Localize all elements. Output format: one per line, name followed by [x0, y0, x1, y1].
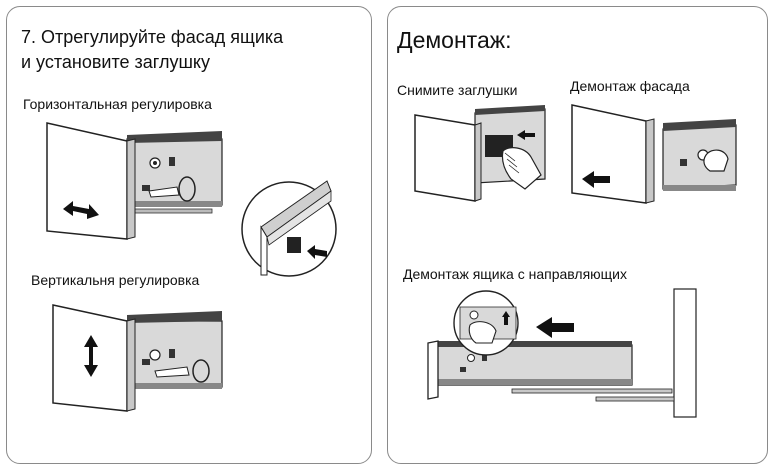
remove-caps-illustration: [414, 105, 546, 202]
left-arrow-icon: [307, 245, 327, 259]
adjust-step-title-line2: и установите заглушку: [21, 52, 210, 72]
horizontal-adjust-illustration: [46, 122, 223, 240]
vertical-adjust-label: Вертикальня регулировка: [31, 272, 200, 288]
screwdriver-icon: [154, 359, 210, 383]
remove-front-illustration: [571, 104, 737, 204]
disassembly-title: Демонтаж:: [397, 27, 512, 53]
remove-caps-label: Снимите заглушки: [397, 82, 518, 98]
hand-icon: [703, 149, 729, 172]
vertical-adjust-illustration: [52, 304, 223, 412]
hand-icon: [501, 147, 542, 190]
cap-install-inset: [241, 180, 337, 277]
vertical-double-arrow-icon: [84, 335, 98, 377]
left-arrow-icon: [582, 171, 610, 188]
hand-icon: [468, 321, 497, 344]
left-panel: 7. Отрегулируйте фасад ящика и установит…: [6, 6, 372, 464]
left-arrow-icon: [536, 317, 574, 338]
remove-drawer-label: Демонтаж ящика с направляющих: [403, 266, 627, 282]
remove-drawer-illustration: [427, 288, 697, 418]
right-panel: Демонтаж: Снимите заглушки Демонтаж фаса…: [387, 6, 768, 464]
remove-front-label: Демонтаж фасада: [570, 78, 690, 94]
screwdriver-icon: [148, 176, 196, 202]
horizontal-adjust-label: Горизонтальная регулировка: [23, 96, 212, 112]
adjust-step-title-line1: 7. Отрегулируйте фасад ящика: [21, 27, 284, 47]
horizontal-double-arrow-icon: [63, 201, 99, 219]
